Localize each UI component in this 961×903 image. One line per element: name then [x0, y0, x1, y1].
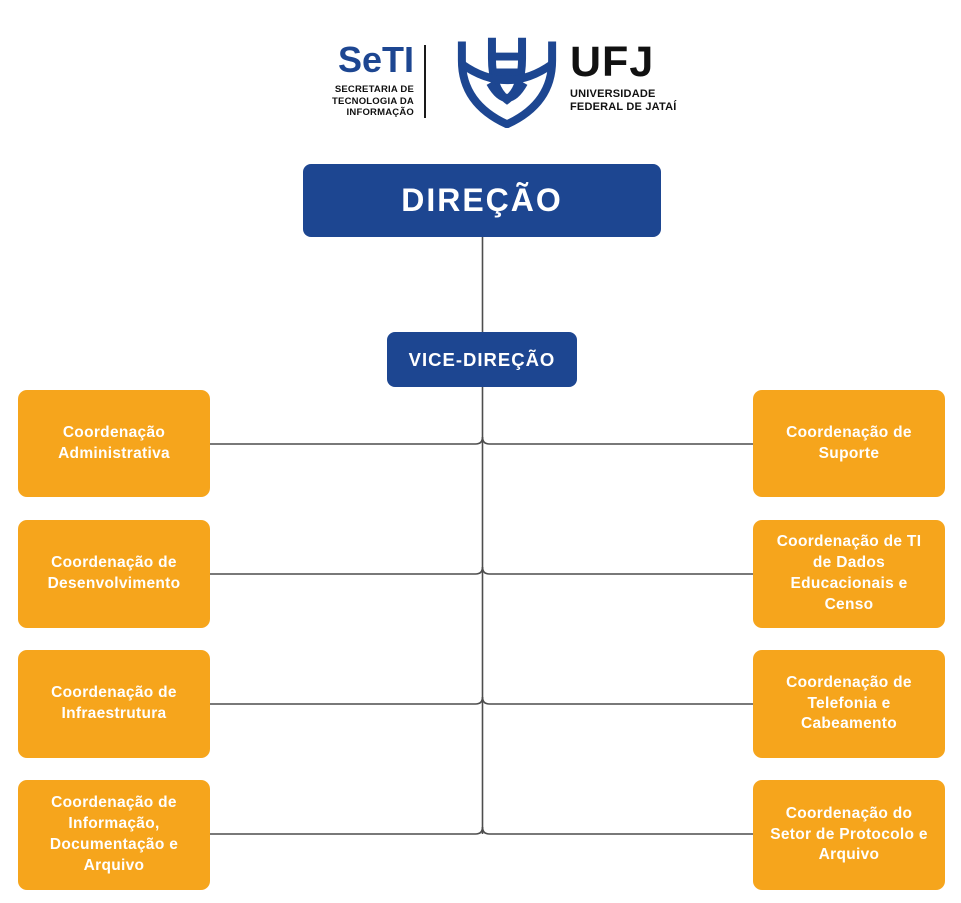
org-box-coordenacao-infraestrutura: Coordenação de Infraestrutura — [18, 650, 210, 758]
header-logos: SeTI SECRETARIA DE TECNOLOGIA DA INFORMA… — [0, 0, 961, 150]
org-box-coordenacao-suporte: Coordenação de Suporte — [753, 390, 945, 497]
org-box-direcao: DIREÇÃO — [303, 164, 661, 237]
ufj-logo-title: UFJ — [570, 38, 655, 86]
seti-logo: SeTI SECRETARIA DE TECNOLOGIA DA INFORMA… — [258, 42, 414, 119]
org-box-coordenacao-ti-dados-educacionais-censo: Coordenação de TI de Dados Educacionais … — [753, 520, 945, 628]
ufj-subtitle-line: FEDERAL DE JATAÍ — [570, 100, 677, 113]
org-box-coordenacao-desenvolvimento: Coordenação de Desenvolvimento — [18, 520, 210, 628]
seti-subtitle-line: INFORMAÇÃO — [346, 107, 414, 118]
seti-logo-title: SeTI — [337, 39, 414, 80]
ufj-shield-icon — [450, 34, 564, 129]
seti-logo-subtitle: SECRETARIA DE TECNOLOGIA DA INFORMAÇÃO — [258, 84, 414, 119]
ufj-logo: UFJ UNIVERSIDADE FEDERAL DE JATAÍ — [570, 38, 700, 114]
seti-subtitle-line: SECRETARIA DE — [334, 84, 414, 95]
org-box-coordenacao-administrativa: Coordenação Administrativa — [18, 390, 210, 497]
org-box-coordenacao-setor-protocolo-arquivo: Coordenação do Setor de Protocolo e Arqu… — [753, 780, 945, 890]
org-box-coordenacao-telefonia-cabeamento: Coordenação de Telefonia e Cabeamento — [753, 650, 945, 758]
ufj-logo-subtitle: UNIVERSIDADE FEDERAL DE JATAÍ — [570, 88, 700, 114]
org-box-coordenacao-informacao-documentacao-arquivo: Coordenação de Informação, Documentação … — [18, 780, 210, 890]
org-box-vice-direcao: VICE-DIREÇÃO — [387, 332, 577, 387]
logo-divider — [424, 45, 426, 118]
seti-subtitle-line: TECNOLOGIA DA — [332, 95, 414, 107]
ufj-subtitle-line: UNIVERSIDADE — [570, 87, 656, 100]
